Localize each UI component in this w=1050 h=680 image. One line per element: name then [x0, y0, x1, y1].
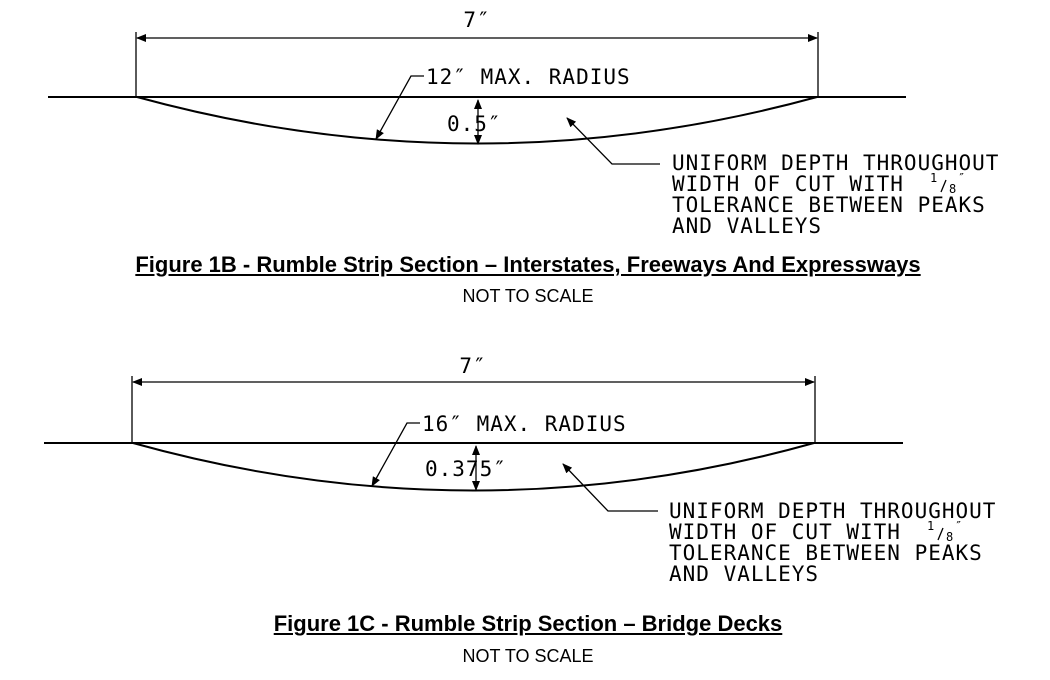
radius-label: 12″ MAX. RADIUS	[426, 65, 631, 89]
depth-note: UNIFORM DEPTH THROUGHOUT WIDTH OF CUT WI…	[672, 151, 999, 238]
note-line-4: AND VALLEYS	[672, 214, 822, 238]
note-line-2: WIDTH OF CUT WITH	[672, 172, 904, 196]
radius-leader	[371, 422, 420, 487]
tolerance-inch-mark: ″	[955, 519, 962, 533]
figure-1c-caption: Figure 1C - Rumble Strip Section – Bridg…	[273, 611, 783, 636]
figure-1c-drawing: 7″ 16″ MAX. RADIUS 0.375″ UNIFORM DEPTH …	[44, 354, 996, 586]
radius-leader	[375, 75, 424, 140]
note-line-1: UNIFORM DEPTH THROUGHOUT	[672, 151, 999, 175]
note-leader	[566, 117, 660, 165]
note-line-2: WIDTH OF CUT WITH	[669, 520, 901, 544]
depth-note: UNIFORM DEPTH THROUGHOUT WIDTH OF CUT WI…	[669, 499, 996, 586]
tolerance-slash	[937, 527, 944, 541]
note-leader	[562, 463, 658, 512]
note-line-1: UNIFORM DEPTH THROUGHOUT	[669, 499, 996, 523]
radius-label: 16″ MAX. RADIUS	[422, 412, 627, 436]
tolerance-denominator: 8	[946, 530, 953, 544]
note-line-4: AND VALLEYS	[669, 562, 819, 586]
figure-1c-scale-note: NOT TO SCALE	[462, 646, 594, 666]
figure-1b-caption: Figure 1B - Rumble Strip Section – Inter…	[135, 252, 921, 277]
tolerance-slash	[940, 179, 947, 193]
depth-label: 0.5″	[447, 112, 502, 136]
width-label: 7″	[459, 354, 486, 378]
tolerance-inch-mark: ″	[958, 171, 965, 185]
note-line-3: TOLERANCE BETWEEN PEAKS	[672, 193, 986, 217]
tolerance-denominator: 8	[949, 182, 956, 196]
depth-label: 0.375″	[425, 457, 507, 481]
figure-1b-drawing: 7″ 12″ MAX. RADIUS 0.5″ UNIFORM DEPTH TH…	[48, 8, 999, 238]
width-label: 7″	[463, 8, 490, 32]
figure-1b-scale-note: NOT TO SCALE	[462, 286, 594, 306]
note-line-3: TOLERANCE BETWEEN PEAKS	[669, 541, 983, 565]
tolerance-numerator: 1	[927, 519, 934, 533]
tolerance-numerator: 1	[930, 171, 937, 185]
